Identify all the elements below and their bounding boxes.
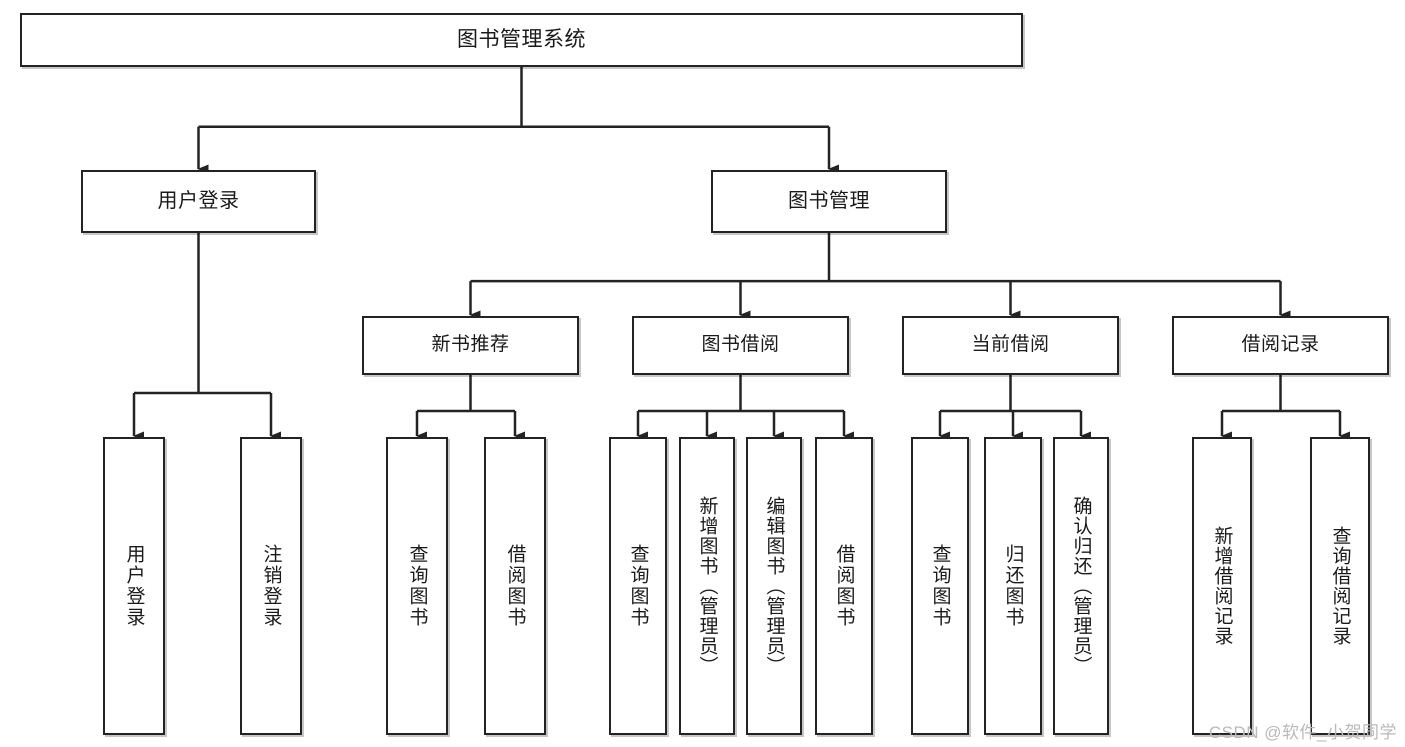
node-leaf-borrow-books-1[interactable]: 借阅图书 bbox=[484, 437, 546, 735]
node-leaf-confirm-return[interactable]: 确认归还（管理员） bbox=[1053, 437, 1109, 735]
node-leaf-return-books-label: 归还图书 bbox=[1002, 544, 1024, 628]
node-user-login[interactable]: 用户登录 bbox=[81, 170, 316, 233]
node-leaf-query-books-2-label: 查询图书 bbox=[627, 544, 649, 628]
node-leaf-query-books-2[interactable]: 查询图书 bbox=[609, 437, 667, 735]
node-leaf-return-books[interactable]: 归还图书 bbox=[984, 437, 1042, 735]
node-leaf-user-login-label: 用户登录 bbox=[123, 544, 145, 628]
node-book-manage[interactable]: 图书管理 bbox=[711, 170, 947, 233]
node-borrow-record-label: 借阅记录 bbox=[1241, 334, 1320, 356]
node-leaf-query-books-1[interactable]: 查询图书 bbox=[386, 437, 448, 735]
node-leaf-user-login[interactable]: 用户登录 bbox=[103, 437, 165, 735]
node-leaf-add-book-label: 新增图书（管理员） bbox=[696, 496, 718, 676]
node-leaf-add-book[interactable]: 新增图书（管理员） bbox=[679, 437, 735, 735]
node-book-manage-label: 图书管理 bbox=[788, 189, 870, 212]
node-leaf-confirm-return-label: 确认归还（管理员） bbox=[1070, 496, 1092, 676]
node-new-book-rec[interactable]: 新书推荐 bbox=[362, 316, 579, 375]
node-leaf-borrow-books-1-label: 借阅图书 bbox=[504, 544, 526, 628]
node-current-borrow-label: 当前借阅 bbox=[971, 334, 1050, 356]
node-new-book-rec-label: 新书推荐 bbox=[431, 334, 510, 356]
node-leaf-logout-label: 注销登录 bbox=[260, 544, 282, 628]
node-leaf-borrow-books-2[interactable]: 借阅图书 bbox=[815, 437, 873, 735]
node-leaf-edit-book-label: 编辑图书（管理员） bbox=[763, 496, 785, 676]
node-leaf-add-record[interactable]: 新增借阅记录 bbox=[1192, 437, 1252, 735]
node-borrow-record[interactable]: 借阅记录 bbox=[1172, 316, 1389, 375]
node-book-borrow[interactable]: 图书借阅 bbox=[632, 316, 849, 375]
csdn-watermark: CSDN @软件_小贺同学 bbox=[1208, 723, 1397, 742]
node-leaf-query-books-3-label: 查询图书 bbox=[929, 544, 951, 628]
node-book-borrow-label: 图书借阅 bbox=[701, 334, 780, 356]
node-root-label: 图书管理系统 bbox=[457, 27, 586, 51]
node-leaf-query-record[interactable]: 查询借阅记录 bbox=[1310, 437, 1370, 735]
node-leaf-logout[interactable]: 注销登录 bbox=[240, 437, 302, 735]
node-leaf-borrow-books-2-label: 借阅图书 bbox=[833, 544, 855, 628]
node-leaf-edit-book[interactable]: 编辑图书（管理员） bbox=[746, 437, 802, 735]
node-user-login-label: 用户登录 bbox=[157, 189, 240, 212]
node-leaf-query-record-label: 查询借阅记录 bbox=[1329, 526, 1351, 646]
node-root[interactable]: 图书管理系统 bbox=[20, 13, 1023, 67]
node-current-borrow[interactable]: 当前借阅 bbox=[902, 316, 1119, 375]
node-leaf-add-record-label: 新增借阅记录 bbox=[1211, 526, 1233, 646]
node-leaf-query-books-3[interactable]: 查询图书 bbox=[911, 437, 969, 735]
node-leaf-query-books-1-label: 查询图书 bbox=[406, 544, 428, 628]
